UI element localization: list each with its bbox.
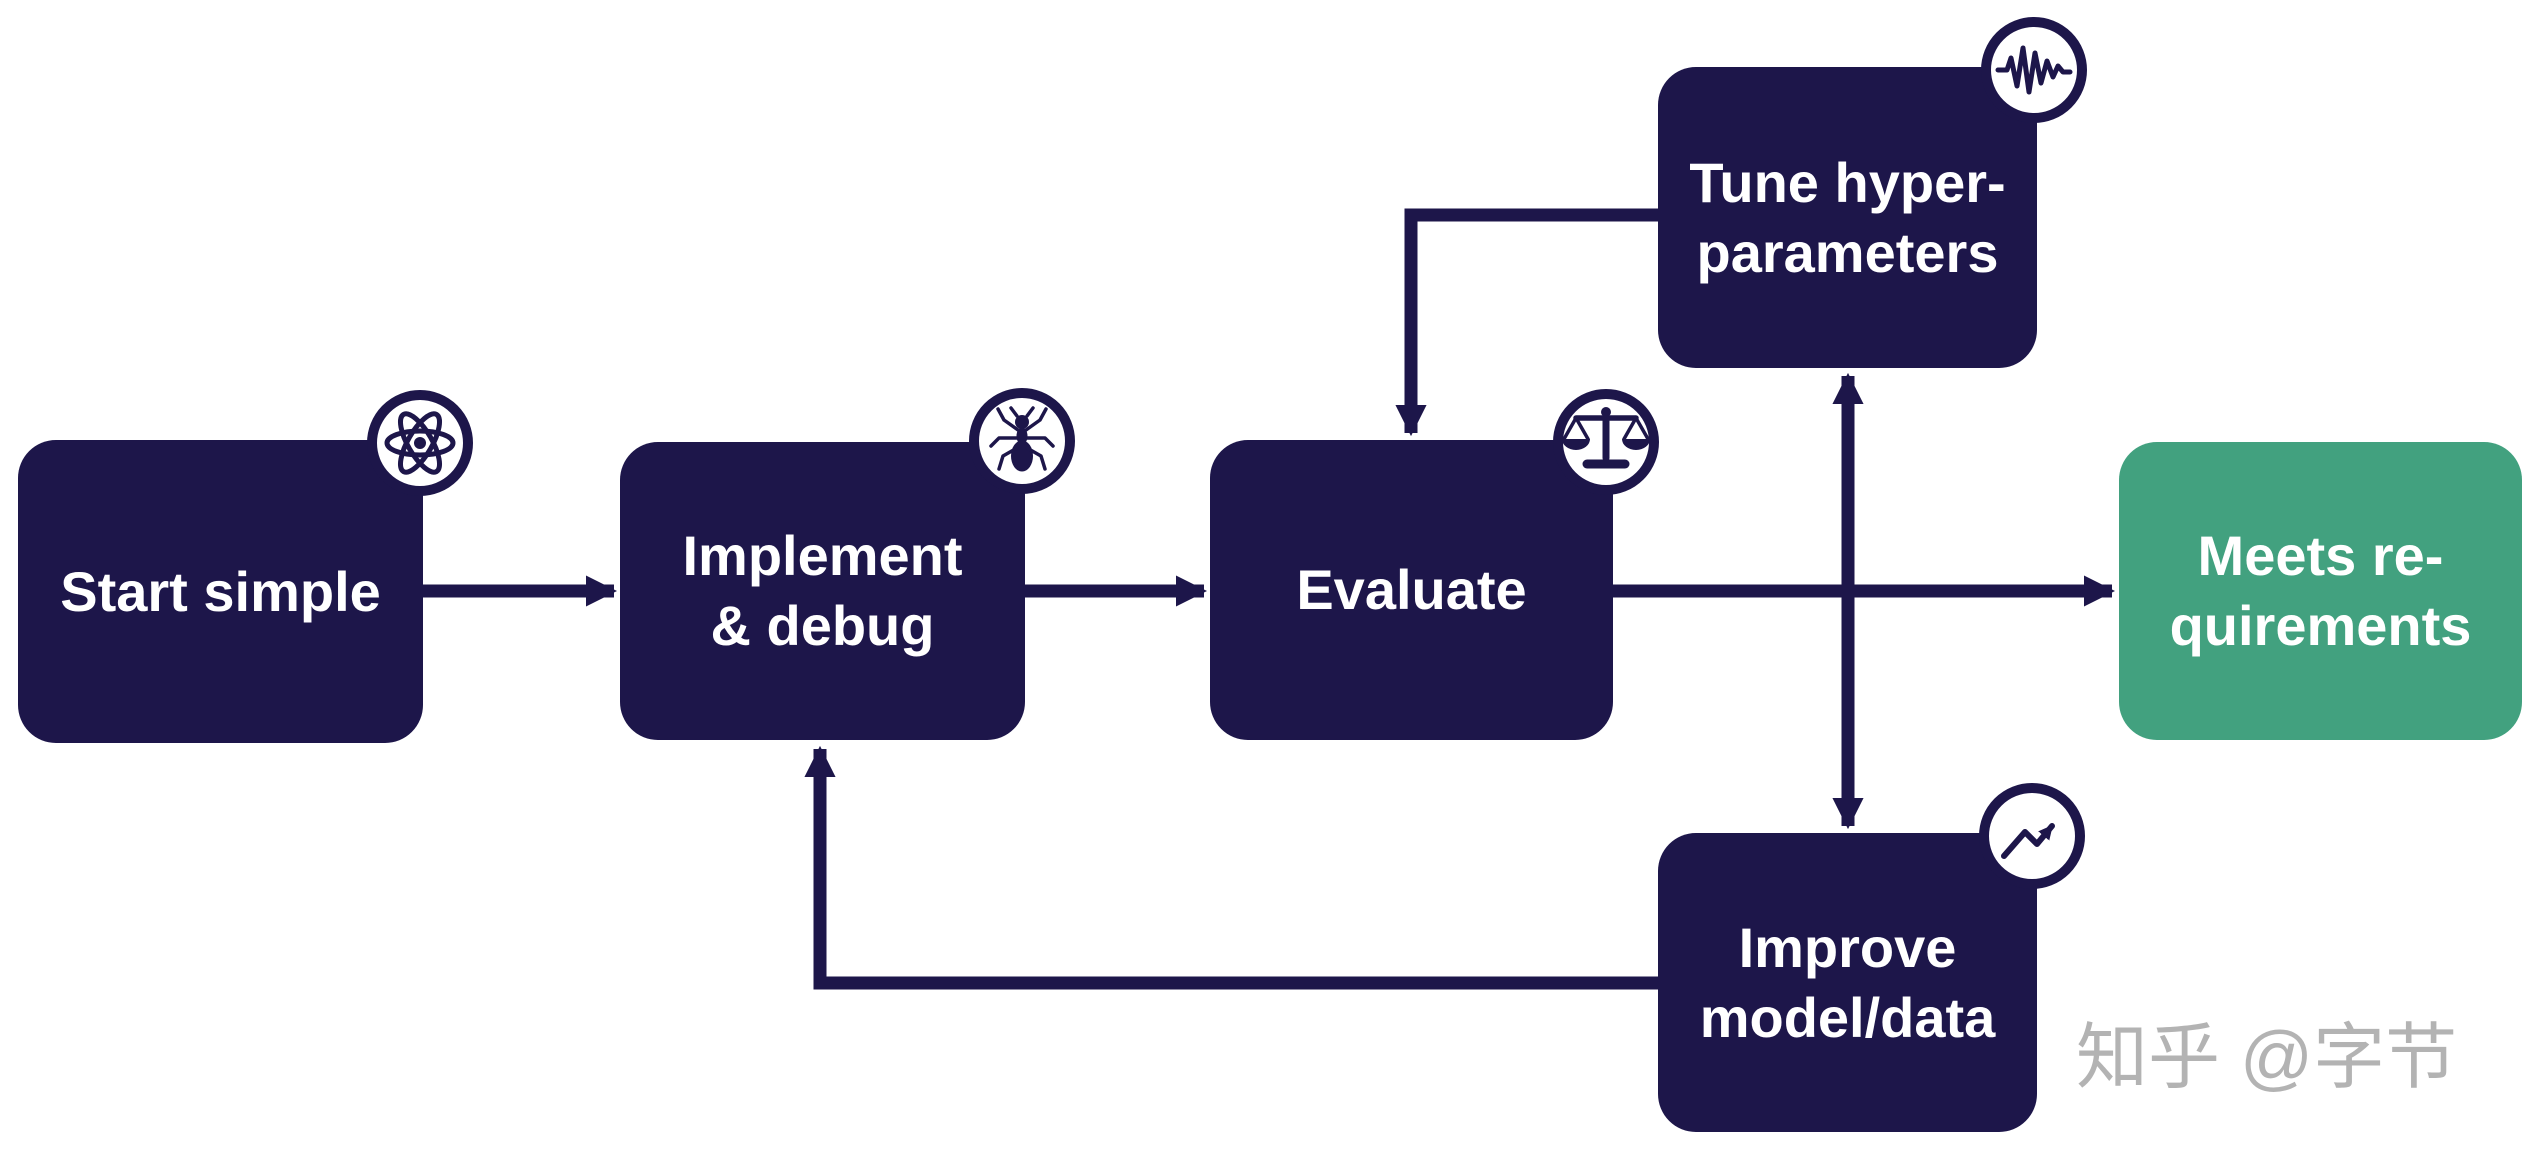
node-label: Tune hyper- parameters	[1689, 150, 2006, 284]
edge-tune-to-evaluate	[1395, 208, 1658, 437]
node-implement-debug: Implement & debug	[620, 442, 1025, 740]
node-improve-model-data: Improve model/data	[1658, 833, 2037, 1132]
node-label: Meets re- quirements	[2169, 524, 2472, 657]
node-start-simple: Start simple	[18, 440, 423, 743]
watermark: 知乎 @字节	[2076, 1018, 2458, 1098]
node-label: Evaluate	[1296, 558, 1527, 621]
node-label: Implement & debug	[682, 524, 963, 657]
node-meets-requirements: Meets re- quirements	[2119, 442, 2522, 740]
node-tune-hyperparameters: Tune hyper- parameters	[1658, 67, 2037, 368]
node-label: Start simple	[60, 559, 381, 623]
node-label: Improve model/data	[1699, 915, 1996, 1049]
node-evaluate: Evaluate	[1210, 440, 1613, 740]
edge-improve-to-implement	[804, 745, 1658, 990]
